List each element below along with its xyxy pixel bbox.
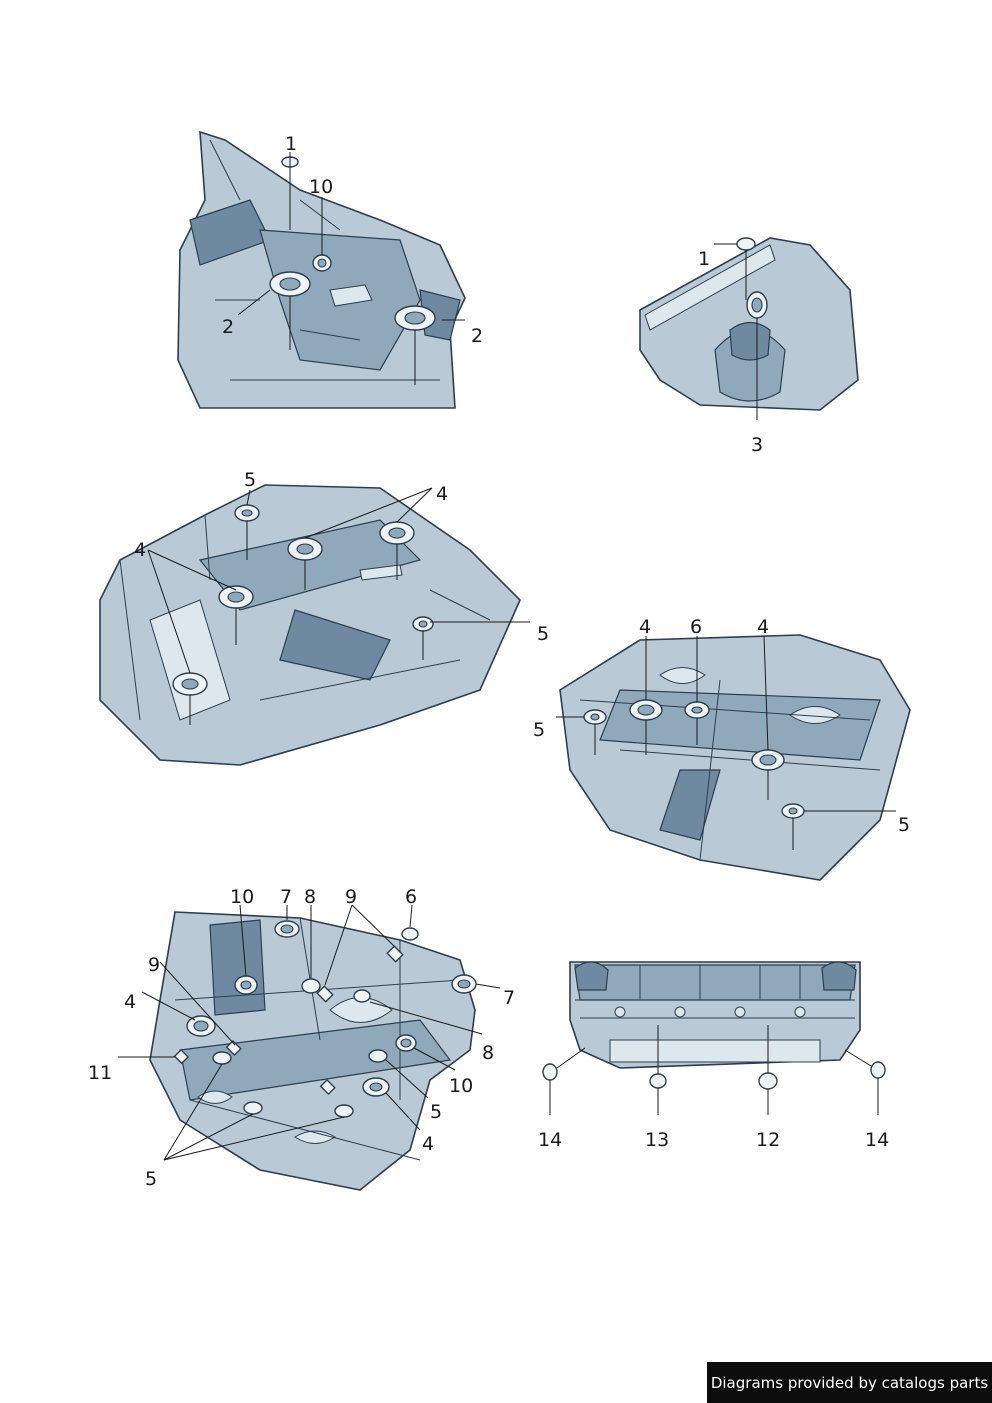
callout-label: 4: [639, 616, 651, 638]
callout-label: 14: [538, 1129, 562, 1151]
panel-mid-left: 5 4 4 5: [99, 469, 549, 766]
panel-rear-left: 10 7 8 9 6 9 4 7 8 11 10 5 4 5: [88, 886, 515, 1191]
callout-label: 2: [222, 316, 234, 338]
plug-6: [401, 927, 419, 941]
panel-front-left: 1 10 2 2: [177, 130, 483, 409]
callout-label: 4: [124, 991, 136, 1013]
callout-label: 4: [436, 483, 448, 505]
callout-label: 10: [230, 886, 254, 908]
callout-label: 1: [698, 248, 710, 270]
callout-label: 4: [757, 616, 769, 638]
callout-label: 14: [865, 1129, 889, 1151]
callout-label: 5: [898, 814, 910, 836]
callout-label: 6: [405, 886, 417, 908]
callout-label: 5: [533, 719, 545, 741]
plug-9: [225, 1039, 242, 1057]
callout-label: 5: [244, 469, 256, 491]
callout-label: 6: [690, 616, 702, 638]
callout-label: 2: [471, 325, 483, 347]
callout-label: 10: [309, 176, 333, 198]
callout-label: 4: [422, 1133, 434, 1155]
callout-label: 3: [751, 434, 763, 456]
plug-9: [386, 945, 404, 963]
callout-label: 9: [345, 886, 357, 908]
plug-5: [368, 1049, 388, 1063]
callout-label: 5: [537, 623, 549, 645]
panel-rear-right: 14 13 12 14: [538, 961, 889, 1151]
callout-label: 8: [304, 886, 316, 908]
plug-12: [758, 1072, 778, 1090]
callout-label: 12: [756, 1129, 780, 1151]
callout-label: 9: [148, 954, 160, 976]
plug-14-left: [542, 1063, 558, 1081]
callout-label: 7: [503, 987, 515, 1009]
plug-8: [353, 989, 371, 1003]
plug-5: [212, 1051, 232, 1065]
callout-label: 7: [280, 886, 292, 908]
callout-label: 10: [449, 1075, 473, 1097]
plug-9: [316, 985, 334, 1003]
callout-label: 5: [430, 1101, 442, 1123]
callout-label: 8: [482, 1042, 494, 1064]
panel-mid-right: 4 6 4 5 5: [533, 616, 911, 881]
callout-label: 4: [134, 539, 146, 561]
panel-front-right: 1 3: [639, 237, 859, 456]
plug-13: [649, 1073, 667, 1089]
plug-14-right: [870, 1061, 886, 1079]
plug-1: [736, 237, 756, 251]
callout-label: 5: [145, 1168, 157, 1190]
plug-9: [319, 1078, 336, 1096]
plug-5: [334, 1104, 354, 1118]
callout-label: 13: [645, 1129, 669, 1151]
footer-badge: Diagrams provided by catalogs parts: [707, 1362, 992, 1403]
plug-8: [301, 978, 321, 994]
plug-11: [173, 1048, 190, 1065]
callout-label: 1: [285, 133, 297, 155]
callout-label: 11: [88, 1062, 112, 1084]
plug-5: [243, 1101, 263, 1115]
